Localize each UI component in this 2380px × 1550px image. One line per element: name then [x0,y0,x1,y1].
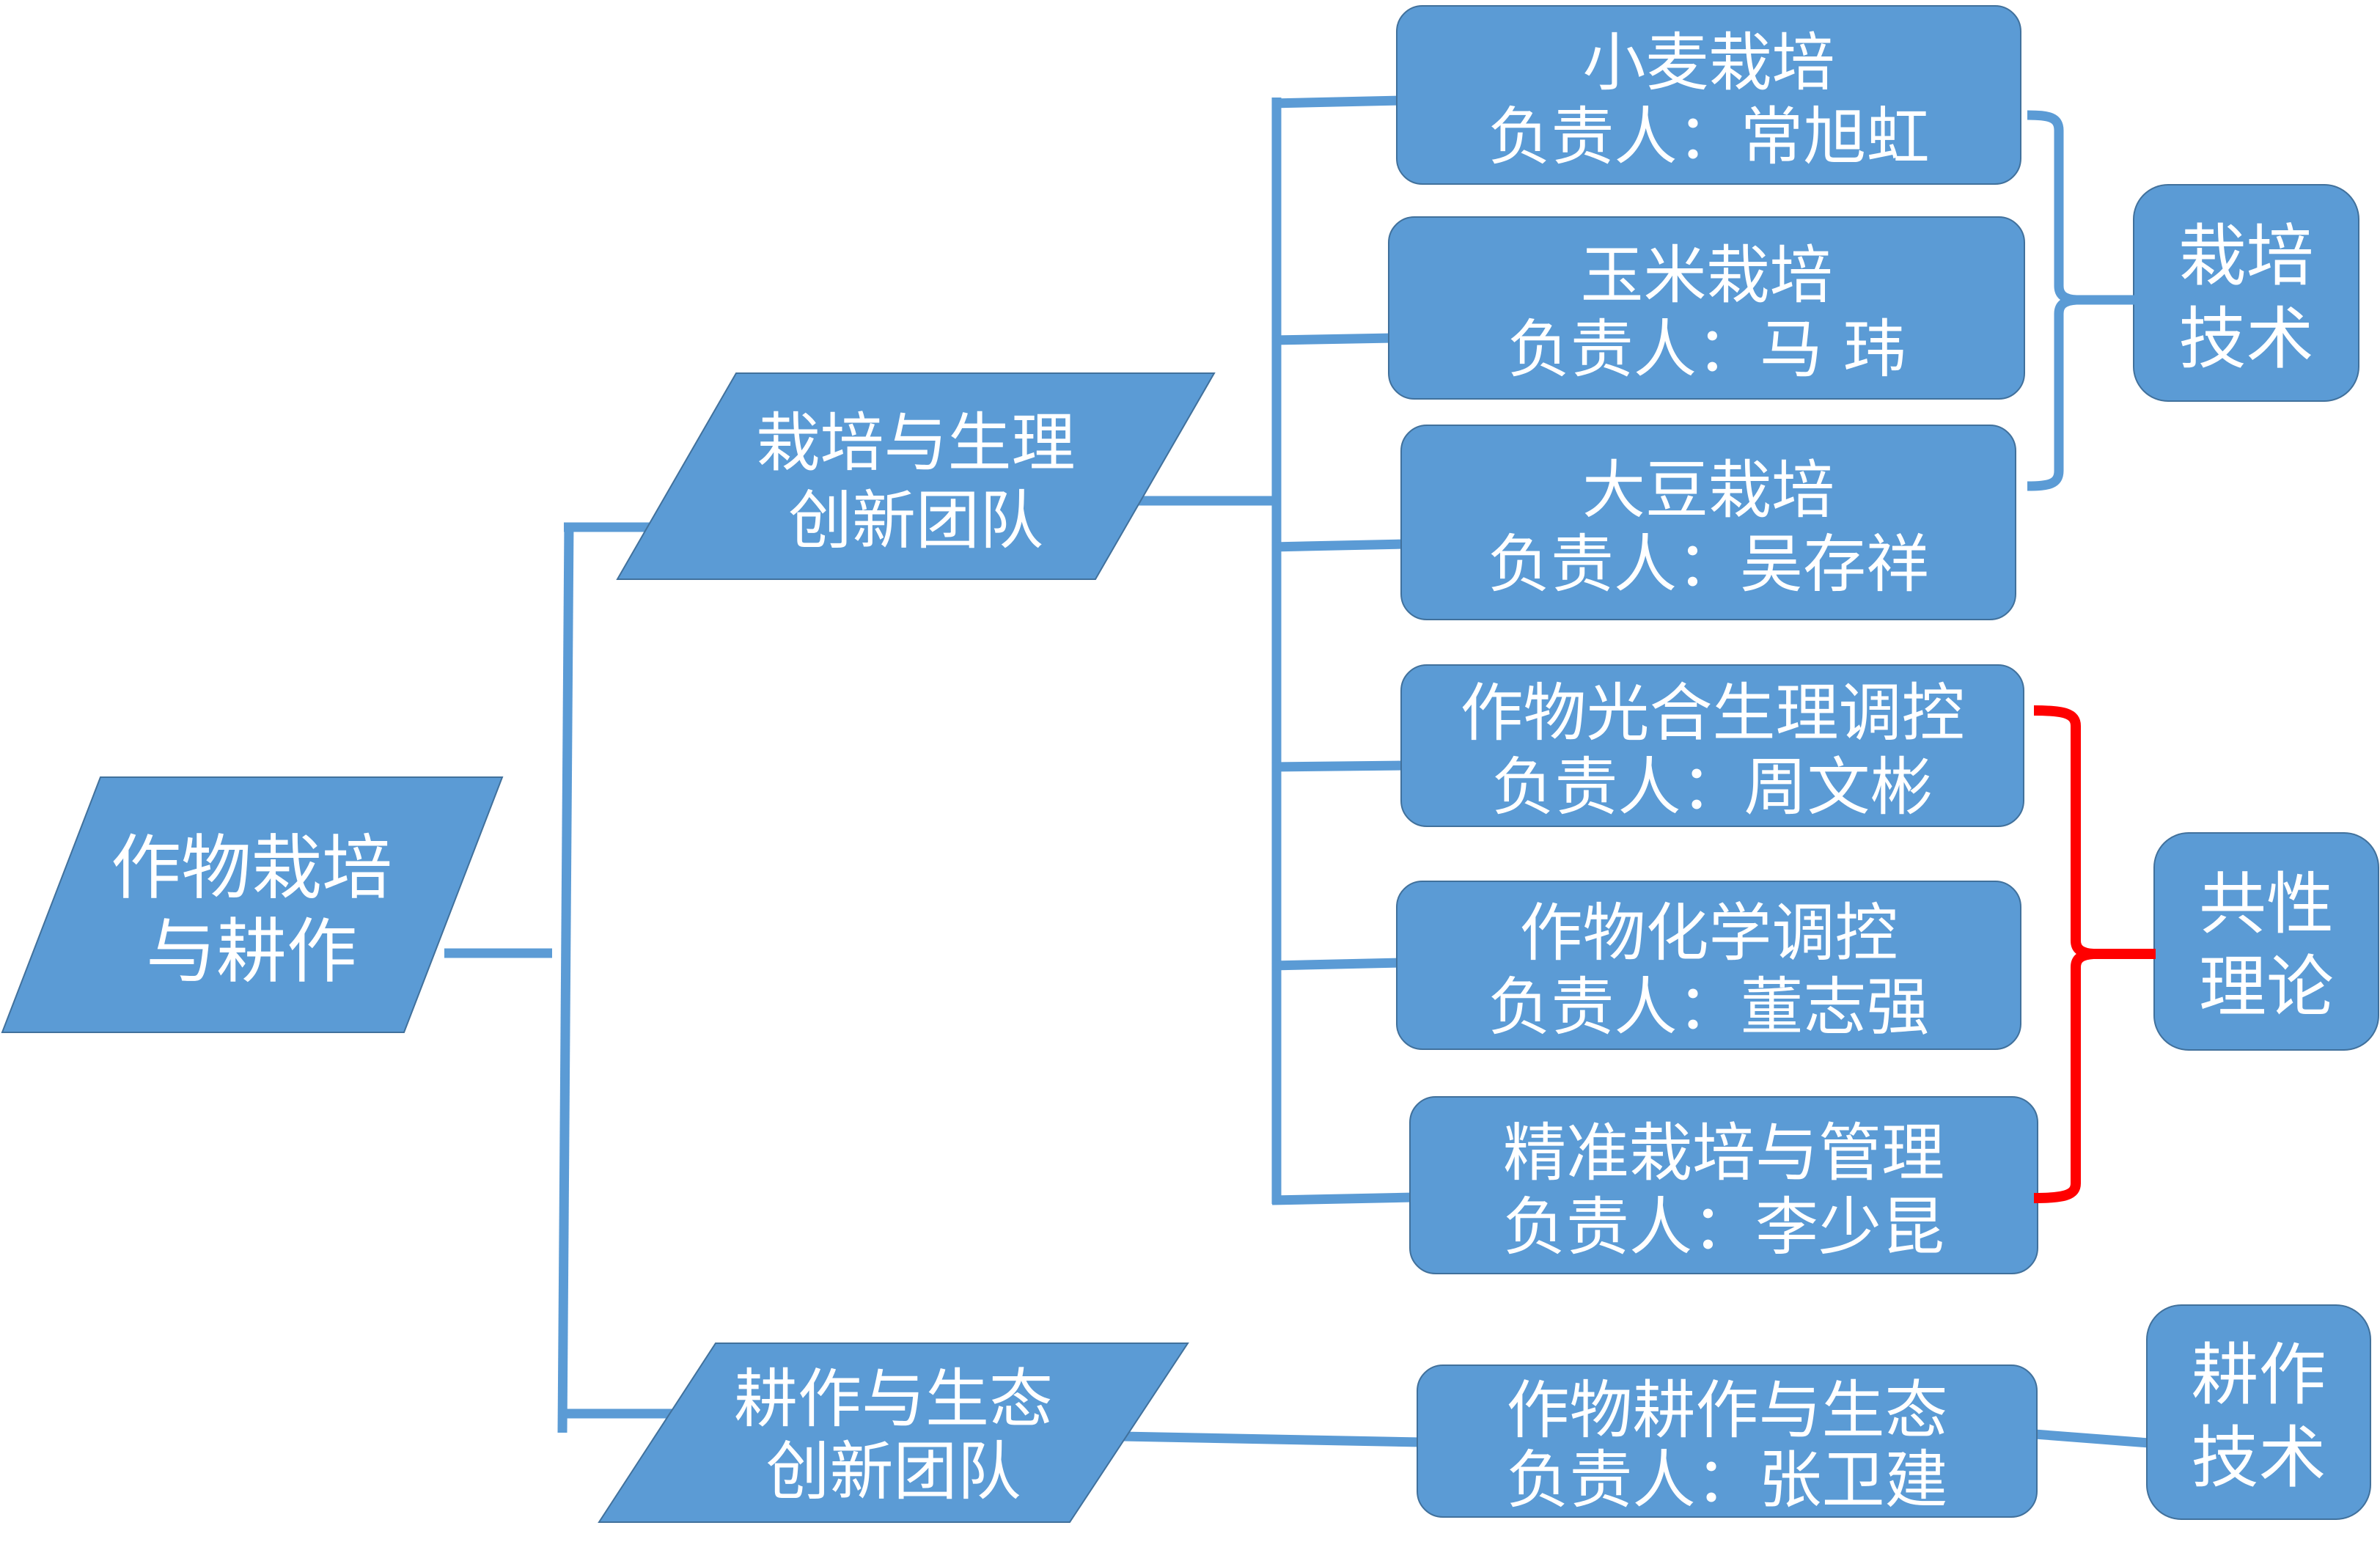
leader-label: 负责人： [1507,313,1760,386]
group-leader-line: 负责人：吴存祥 [1488,528,1929,602]
category-title-line-2: 技术 [2191,1419,2326,1497]
category-title-line-2: 理论 [2198,948,2334,1026]
category-box-cultivation-technology: 栽培 技术 [2133,184,2359,402]
group-title: 小麦栽培 [1582,26,1835,100]
leader-name: 张卫建 [1758,1443,1948,1517]
group-title: 作物光合生理调控 [1460,677,1965,750]
leader-label: 负责人： [1488,100,1741,174]
group-leader-line: 负责人：马 玮 [1507,313,1906,387]
leader-label: 负责人： [1488,527,1740,601]
group-title: 玉米栽培 [1580,239,1833,312]
category-title-line-1: 耕作 [2191,1336,2326,1414]
group-box-maize: 玉米栽培 负责人：马 玮 [1388,216,2025,400]
group-title: 精准栽培与管理 [1503,1116,1944,1190]
connector-branch-photosynthesis [1271,760,1406,772]
group-leader-line: 负责人：李少昆 [1503,1191,1944,1265]
group-box-tillage-ecology: 作物耕作与生态 负责人：张卫建 [1417,1364,2038,1518]
leader-label: 负责人： [1503,1190,1755,1264]
leader-label: 负责人： [1488,970,1741,1044]
leader-name: 吴存祥 [1740,527,1929,601]
group-box-photosynthesis: 作物光合生理调控 负责人：周文彬 [1400,664,2024,827]
group-leader-line: 负责人：常旭虹 [1488,100,1930,175]
team-title-line-1: 栽培与生理 [756,405,1076,480]
group-leader-line: 负责人：董志强 [1488,971,1930,1045]
group-box-chemical-regulation: 作物化学调控 负责人：董志强 [1396,881,2021,1050]
connector-tillage-ecology-to-tillage-technology [2034,1429,2150,1448]
group-title: 作物耕作与生态 [1506,1373,1948,1447]
team-title-line-2: 创新团队 [788,482,1043,558]
leader-name: 常旭虹 [1740,100,1930,174]
root-title-line-2: 与耕作 [146,911,357,993]
connector-branch-maize [1271,333,1394,345]
group-box-wheat: 小麦栽培 负责人：常旭虹 [1396,5,2021,185]
connector-branch-precision-cultivation [1271,1192,1414,1205]
leader-label: 负责人： [1491,751,1744,824]
group-title: 大豆栽培 [1582,453,1834,527]
team-node-tillage-ecology: 耕作与生态 创新团队 [598,1343,1189,1523]
connector-left-trunk [557,522,574,1433]
category-box-common-theory: 共性 理论 [2153,832,2379,1051]
connector-branch-chemical-regulation [1271,958,1401,971]
group-box-soybean: 大豆栽培 负责人：吴存祥 [1400,425,2016,620]
category-title-line-1: 栽培 [2178,216,2314,295]
group-box-precision-cultivation: 精准栽培与管理 负责人：李少昆 [1409,1096,2038,1274]
leader-name: 李少昆 [1755,1190,1944,1264]
root-title-line-1: 作物栽培 [111,827,392,909]
category-title-line-1: 共性 [2198,865,2334,944]
group-title: 作物化学调控 [1519,896,1898,970]
parallelogram-shape [598,1343,1189,1523]
leader-name: 周文彬 [1744,751,1933,824]
brace-cultivation-technology [2027,110,2135,491]
group-leader-line: 负责人：周文彬 [1492,751,1933,825]
leader-name: 董志强 [1740,970,1930,1044]
team-title-line-2: 创新团队 [765,1434,1021,1509]
connector-branch-wheat [1271,95,1403,109]
brace-common-theory [2033,705,2156,1203]
root-node: 作物栽培 与耕作 [0,776,504,1033]
team-title-line-1: 耕作与生态 [734,1362,1053,1436]
leader-name: 马 玮 [1759,313,1906,386]
group-leader-line: 负责人：张卫建 [1506,1443,1948,1517]
category-title-line-2: 技术 [2178,299,2314,378]
leader-label: 负责人： [1506,1443,1759,1517]
team-node-cultivation-physiology: 栽培与生理 创新团队 [616,372,1216,580]
parallelogram-shape [616,372,1216,580]
category-box-tillage-technology: 耕作 技术 [2146,1304,2371,1520]
parallelogram-shape [1,776,504,1033]
connector-branch-soybean [1271,539,1406,552]
